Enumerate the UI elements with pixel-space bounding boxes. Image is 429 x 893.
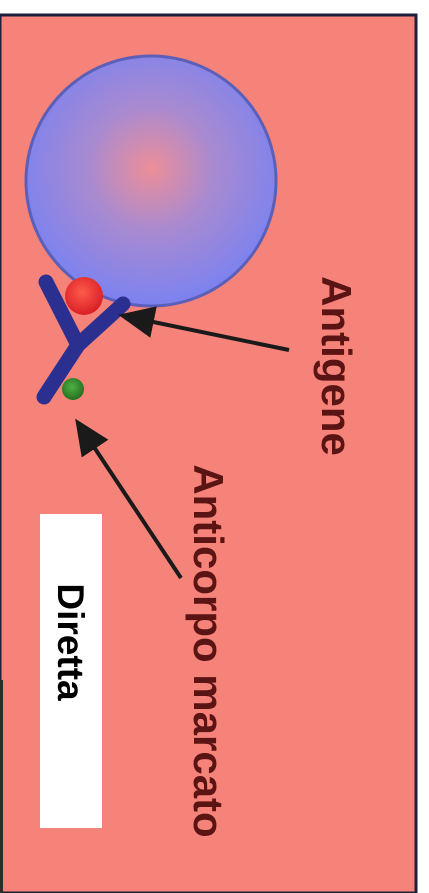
- cell-circle: [26, 56, 276, 306]
- labeled-antibody-label: Anticorpo marcato: [185, 464, 232, 837]
- marker-dot: [62, 378, 84, 400]
- antigen-dot: [65, 277, 103, 315]
- method-label: Diretta: [50, 583, 91, 701]
- left-edge-line: [0, 680, 3, 893]
- antigen-label: Antigene: [313, 276, 360, 456]
